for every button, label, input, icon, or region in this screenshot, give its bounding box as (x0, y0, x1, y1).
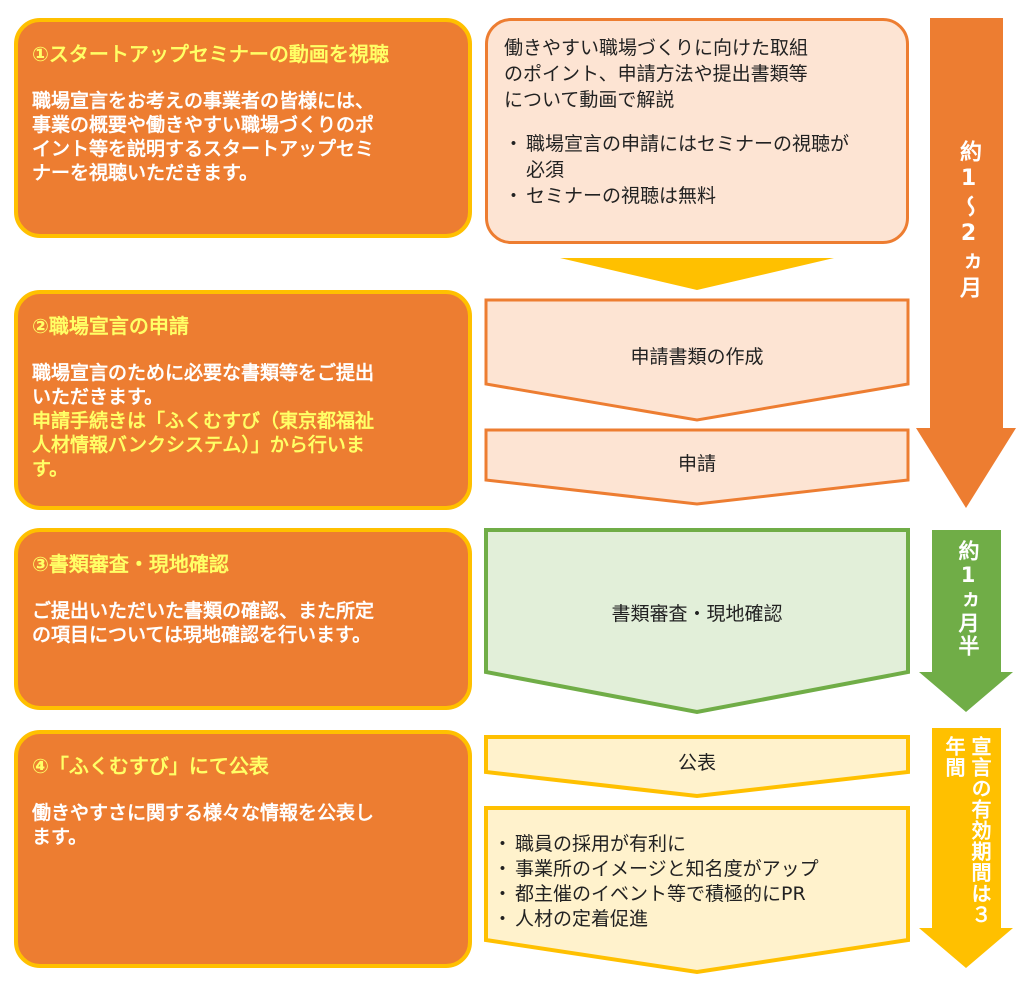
benefit-item: 事業所のイメージと知名度がアップ (493, 857, 907, 882)
seminar-info-line: 働きやすい職場づくりに向けた取組 (504, 37, 809, 59)
step-2-box: ②職場宣言の申請 職場宣言のために必要な書類等をご提出 いただきます。 申請手続… (14, 290, 472, 510)
seminar-bullets: 職場宣言の申請にはセミナーの視聴が必須 セミナーの視聴は無料 (504, 131, 890, 209)
duration-3-label: 宣言の有効期間は３年間 (942, 736, 992, 925)
step-4-desc-line: 働きやすさに関する様々な情報を公表し (32, 802, 375, 824)
step-3-desc-line: の項目については現地確認を行います。 (32, 624, 372, 646)
seminar-info-line: のポイント、申請方法や提出書類等 (504, 63, 808, 85)
duration-arrow-3 (919, 728, 1013, 968)
step-1-desc-line: 事業の概要や働きやすい職場づくりのポ (32, 114, 375, 136)
step-1-desc-line: ナーを視聴いただきます。 (32, 162, 259, 184)
step-2-highlight-line: 人材情報バンクシステム）」から行いま (32, 434, 365, 456)
step-2-highlight: 申請手続きは「ふくむすび（東京都福祉 人材情報バンクシステム）」から行いま す。 (32, 409, 454, 481)
step-2-title: ②職場宣言の申請 (32, 314, 189, 338)
down-chevron (560, 258, 834, 290)
step-1-description: 職場宣言をお考えの事業者の皆様には、 事業の概要や働きやすい職場づくりのポ イン… (32, 89, 454, 185)
duration-arrow-1 (916, 18, 1016, 508)
duration-arrow-2 (919, 530, 1013, 712)
benefit-item: 都主催のイベント等で積極的にPR (493, 882, 907, 907)
step-2-desc-line: いただきます。 (32, 386, 164, 408)
publish-shape (484, 735, 910, 799)
seminar-bullet: セミナーの視聴は無料 (504, 183, 890, 209)
create-docs-label: 申請書類の作成 (630, 346, 764, 368)
step-4-title: ④「ふくむすび」にて公表 (32, 754, 269, 778)
apply-shape (484, 428, 910, 506)
publish-label: 公表 (677, 752, 716, 774)
duration-1-label: 約1～2ヵ月 (956, 140, 981, 302)
step-1-desc-line: 職場宣言をお考えの事業者の皆様には、 (32, 90, 375, 112)
step-4-description: 働きやすさに関する様々な情報を公表し ます。 (32, 801, 454, 849)
step-1-desc-line: イント等を説明するスタートアップセミ (32, 138, 375, 160)
step-4-desc-line: ます。 (32, 826, 88, 848)
seminar-info-box: 働きやすい職場づくりに向けた取組 のポイント、申請方法や提出書類等 について動画… (485, 18, 909, 244)
seminar-bullet: 職場宣言の申請にはセミナーの視聴が必須 (504, 131, 856, 183)
step-3-description: ご提出いただいた書類の確認、また所定 の項目については現地確認を行います。 (32, 599, 454, 647)
step-2-highlight-line: す。 (32, 458, 69, 480)
step-2-highlight-line: 申請手続きは「ふくむすび（東京都福祉 (32, 410, 375, 432)
apply-label: 申請 (677, 453, 716, 475)
seminar-info-line: について動画で解説 (504, 89, 675, 111)
benefits-list: 職員の採用が有利に 事業所のイメージと知名度がアップ 都主催のイベント等で積極的… (493, 832, 907, 932)
step-3-box: ③書類審査・現地確認 ご提出いただいた書類の確認、また所定 の項目については現地… (14, 528, 472, 710)
review-shape (484, 528, 910, 715)
step-4-box: ④「ふくむすび」にて公表 働きやすさに関する様々な情報を公表し ます。 (14, 730, 472, 968)
step-3-title: ③書類審査・現地確認 (32, 552, 229, 576)
step-2-description: 職場宣言のために必要な書類等をご提出 いただきます。 (32, 361, 454, 409)
review-label: 書類審査・現地確認 (611, 603, 783, 625)
create-docs-shape (484, 298, 910, 422)
step-3-desc-line: ご提出いただいた書類の確認、また所定 (32, 600, 375, 622)
step-2-desc-line: 職場宣言のために必要な書類等をご提出 (32, 362, 375, 384)
duration-2-label: 約1ヵ月半 (956, 540, 980, 658)
benefit-item: 職員の採用が有利に (493, 832, 907, 857)
step-1-title: ①スタートアップセミナーの動画を視聴 (32, 42, 389, 66)
benefit-item: 人材の定着促進 (493, 907, 907, 932)
step-1-box: ①スタートアップセミナーの動画を視聴 職場宣言をお考えの事業者の皆様には、 事業… (14, 18, 472, 238)
